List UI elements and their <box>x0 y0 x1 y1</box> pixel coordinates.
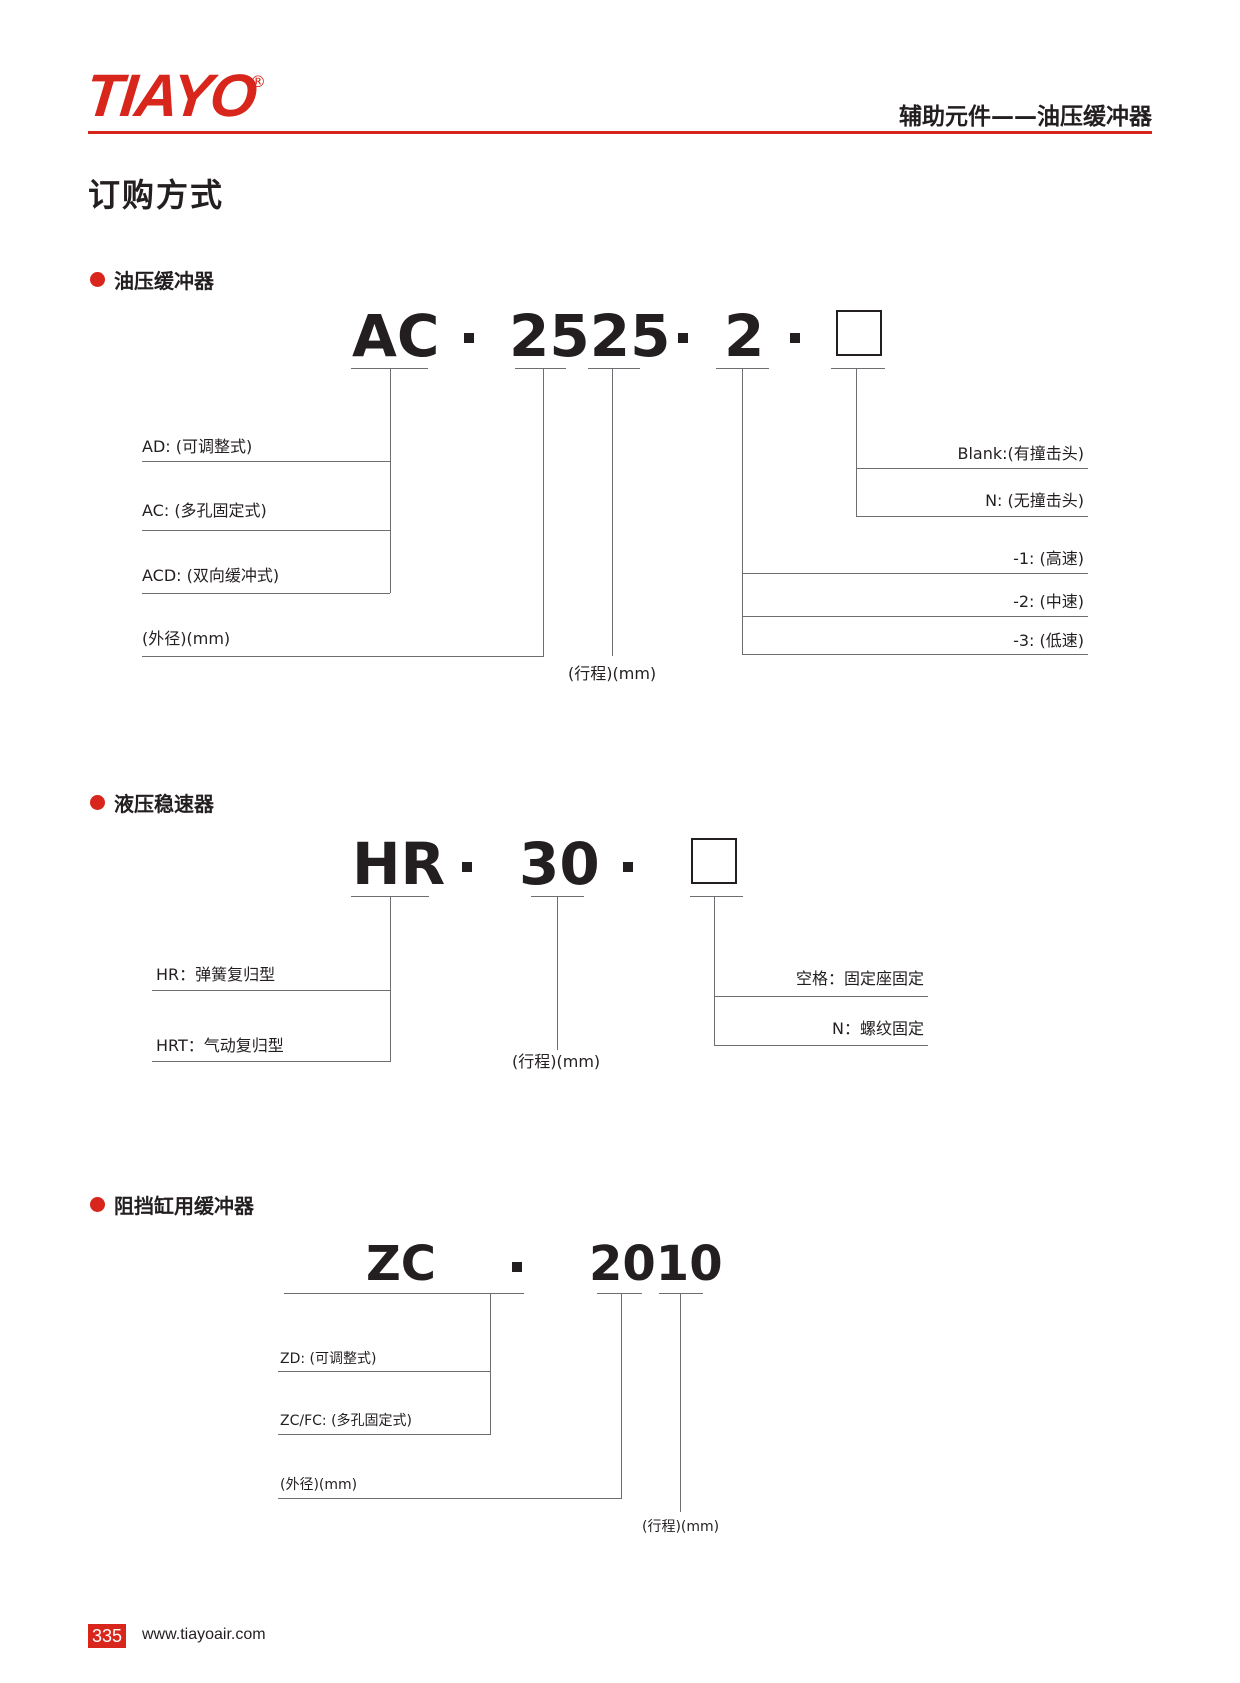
label-rule <box>714 996 928 997</box>
code-part-model: HR <box>352 830 446 898</box>
underline-option <box>690 896 743 897</box>
separator-dot <box>623 862 633 872</box>
bullet-dot-icon <box>90 795 105 810</box>
label-rule <box>856 468 1088 469</box>
label-rule <box>856 516 1088 517</box>
bullet-dot-icon <box>90 272 105 287</box>
registered-mark: ® <box>250 72 266 91</box>
label-diameter: (外径)(mm) <box>142 629 231 648</box>
section-title-stopper-buffer: 阻挡缸用缓冲器 <box>90 1190 254 1219</box>
label-rule <box>742 654 1088 655</box>
section-title-text: 阻挡缸用缓冲器 <box>114 1194 254 1218</box>
separator-dot <box>512 1262 522 1272</box>
separator-dot <box>462 862 472 872</box>
underline-diameter <box>597 1293 642 1294</box>
code-part-speed: 2 <box>724 302 765 370</box>
label-rule <box>278 1434 490 1435</box>
leader-speed <box>742 368 743 655</box>
label-low-speed: -3: (低速) <box>1013 631 1084 650</box>
header-title: 辅助元件——油压缓冲器 <box>899 104 1152 130</box>
label-space: 空格：固定座固定 <box>795 969 924 988</box>
page-number: 335 <box>88 1624 127 1648</box>
label-stroke: (行程)(mm) <box>642 1519 720 1535</box>
label-ad: AD: (可调整式) <box>142 437 253 456</box>
code-option-box <box>836 310 882 356</box>
underline-model <box>351 368 428 369</box>
label-rule <box>142 461 390 462</box>
label-hrt: HRT：气动复归型 <box>156 1036 284 1055</box>
label-stroke: (行程)(mm) <box>568 664 657 683</box>
label-rule <box>742 616 1088 617</box>
label-diameter: (外径)(mm) <box>280 1477 358 1493</box>
label-rule <box>142 593 390 594</box>
section-title-text: 油压缓冲器 <box>114 269 214 293</box>
leader-model <box>490 1293 491 1435</box>
label-stroke: (行程)(mm) <box>512 1052 601 1071</box>
leader-stroke <box>557 896 558 1050</box>
code-part-size: 2525 <box>509 302 671 370</box>
section-title-hydraulic-regulator: 液压稳速器 <box>90 788 214 817</box>
label-rule <box>142 656 544 657</box>
underline-option <box>831 368 885 369</box>
website-link[interactable]: www.tiayoair.com <box>142 1626 266 1643</box>
label-mid-speed: -2: (中速) <box>1013 592 1084 611</box>
label-rule <box>278 1498 621 1499</box>
label-ac: AC: (多孔固定式) <box>142 501 267 520</box>
code-part-model: AC <box>352 302 440 370</box>
leader-model <box>390 368 391 593</box>
label-rule <box>742 573 1088 574</box>
label-n: N：螺纹固定 <box>832 1019 924 1038</box>
page-title: 订购方式 <box>88 176 225 214</box>
leader-diameter <box>621 1293 622 1499</box>
separator-dot <box>678 333 688 343</box>
leader-model <box>390 896 391 1062</box>
label-rule <box>278 1371 490 1372</box>
label-rule <box>152 1061 390 1062</box>
leader-stroke <box>612 368 613 656</box>
label-rule <box>152 990 390 991</box>
leader-option <box>856 368 857 517</box>
code-part-model: ZC <box>366 1236 437 1292</box>
label-blank: Blank:(有撞击头) <box>957 444 1084 463</box>
underline-stroke <box>588 368 640 369</box>
label-n: N: (无撞击头) <box>985 491 1084 510</box>
underline-stroke <box>659 1293 703 1294</box>
label-rule <box>142 530 390 531</box>
leader-stroke <box>680 1293 681 1512</box>
label-hr: HR：弹簧复归型 <box>156 965 276 984</box>
separator-dot <box>464 333 474 343</box>
brand-logo: TIAYO <box>82 62 259 129</box>
label-high-speed: -1: (高速) <box>1013 549 1084 568</box>
underline-diameter <box>515 368 566 369</box>
header-rule <box>88 131 1152 134</box>
label-acd: ACD: (双向缓冲式) <box>142 566 280 585</box>
label-zcfc: ZC/FC: (多孔固定式) <box>280 1413 413 1429</box>
section-title-text: 液压稳速器 <box>114 792 214 816</box>
code-option-box <box>691 838 737 884</box>
code-part-size: 2010 <box>589 1236 723 1292</box>
leader-option <box>714 896 715 1046</box>
leader-diameter <box>543 368 544 656</box>
label-rule <box>714 1045 928 1046</box>
code-part-stroke: 30 <box>519 830 600 898</box>
section-title-oil-buffer: 油压缓冲器 <box>90 265 214 294</box>
separator-dot <box>790 333 800 343</box>
bullet-dot-icon <box>90 1197 105 1212</box>
underline-model <box>284 1293 524 1294</box>
label-zd: ZD: (可调整式) <box>280 1351 377 1367</box>
